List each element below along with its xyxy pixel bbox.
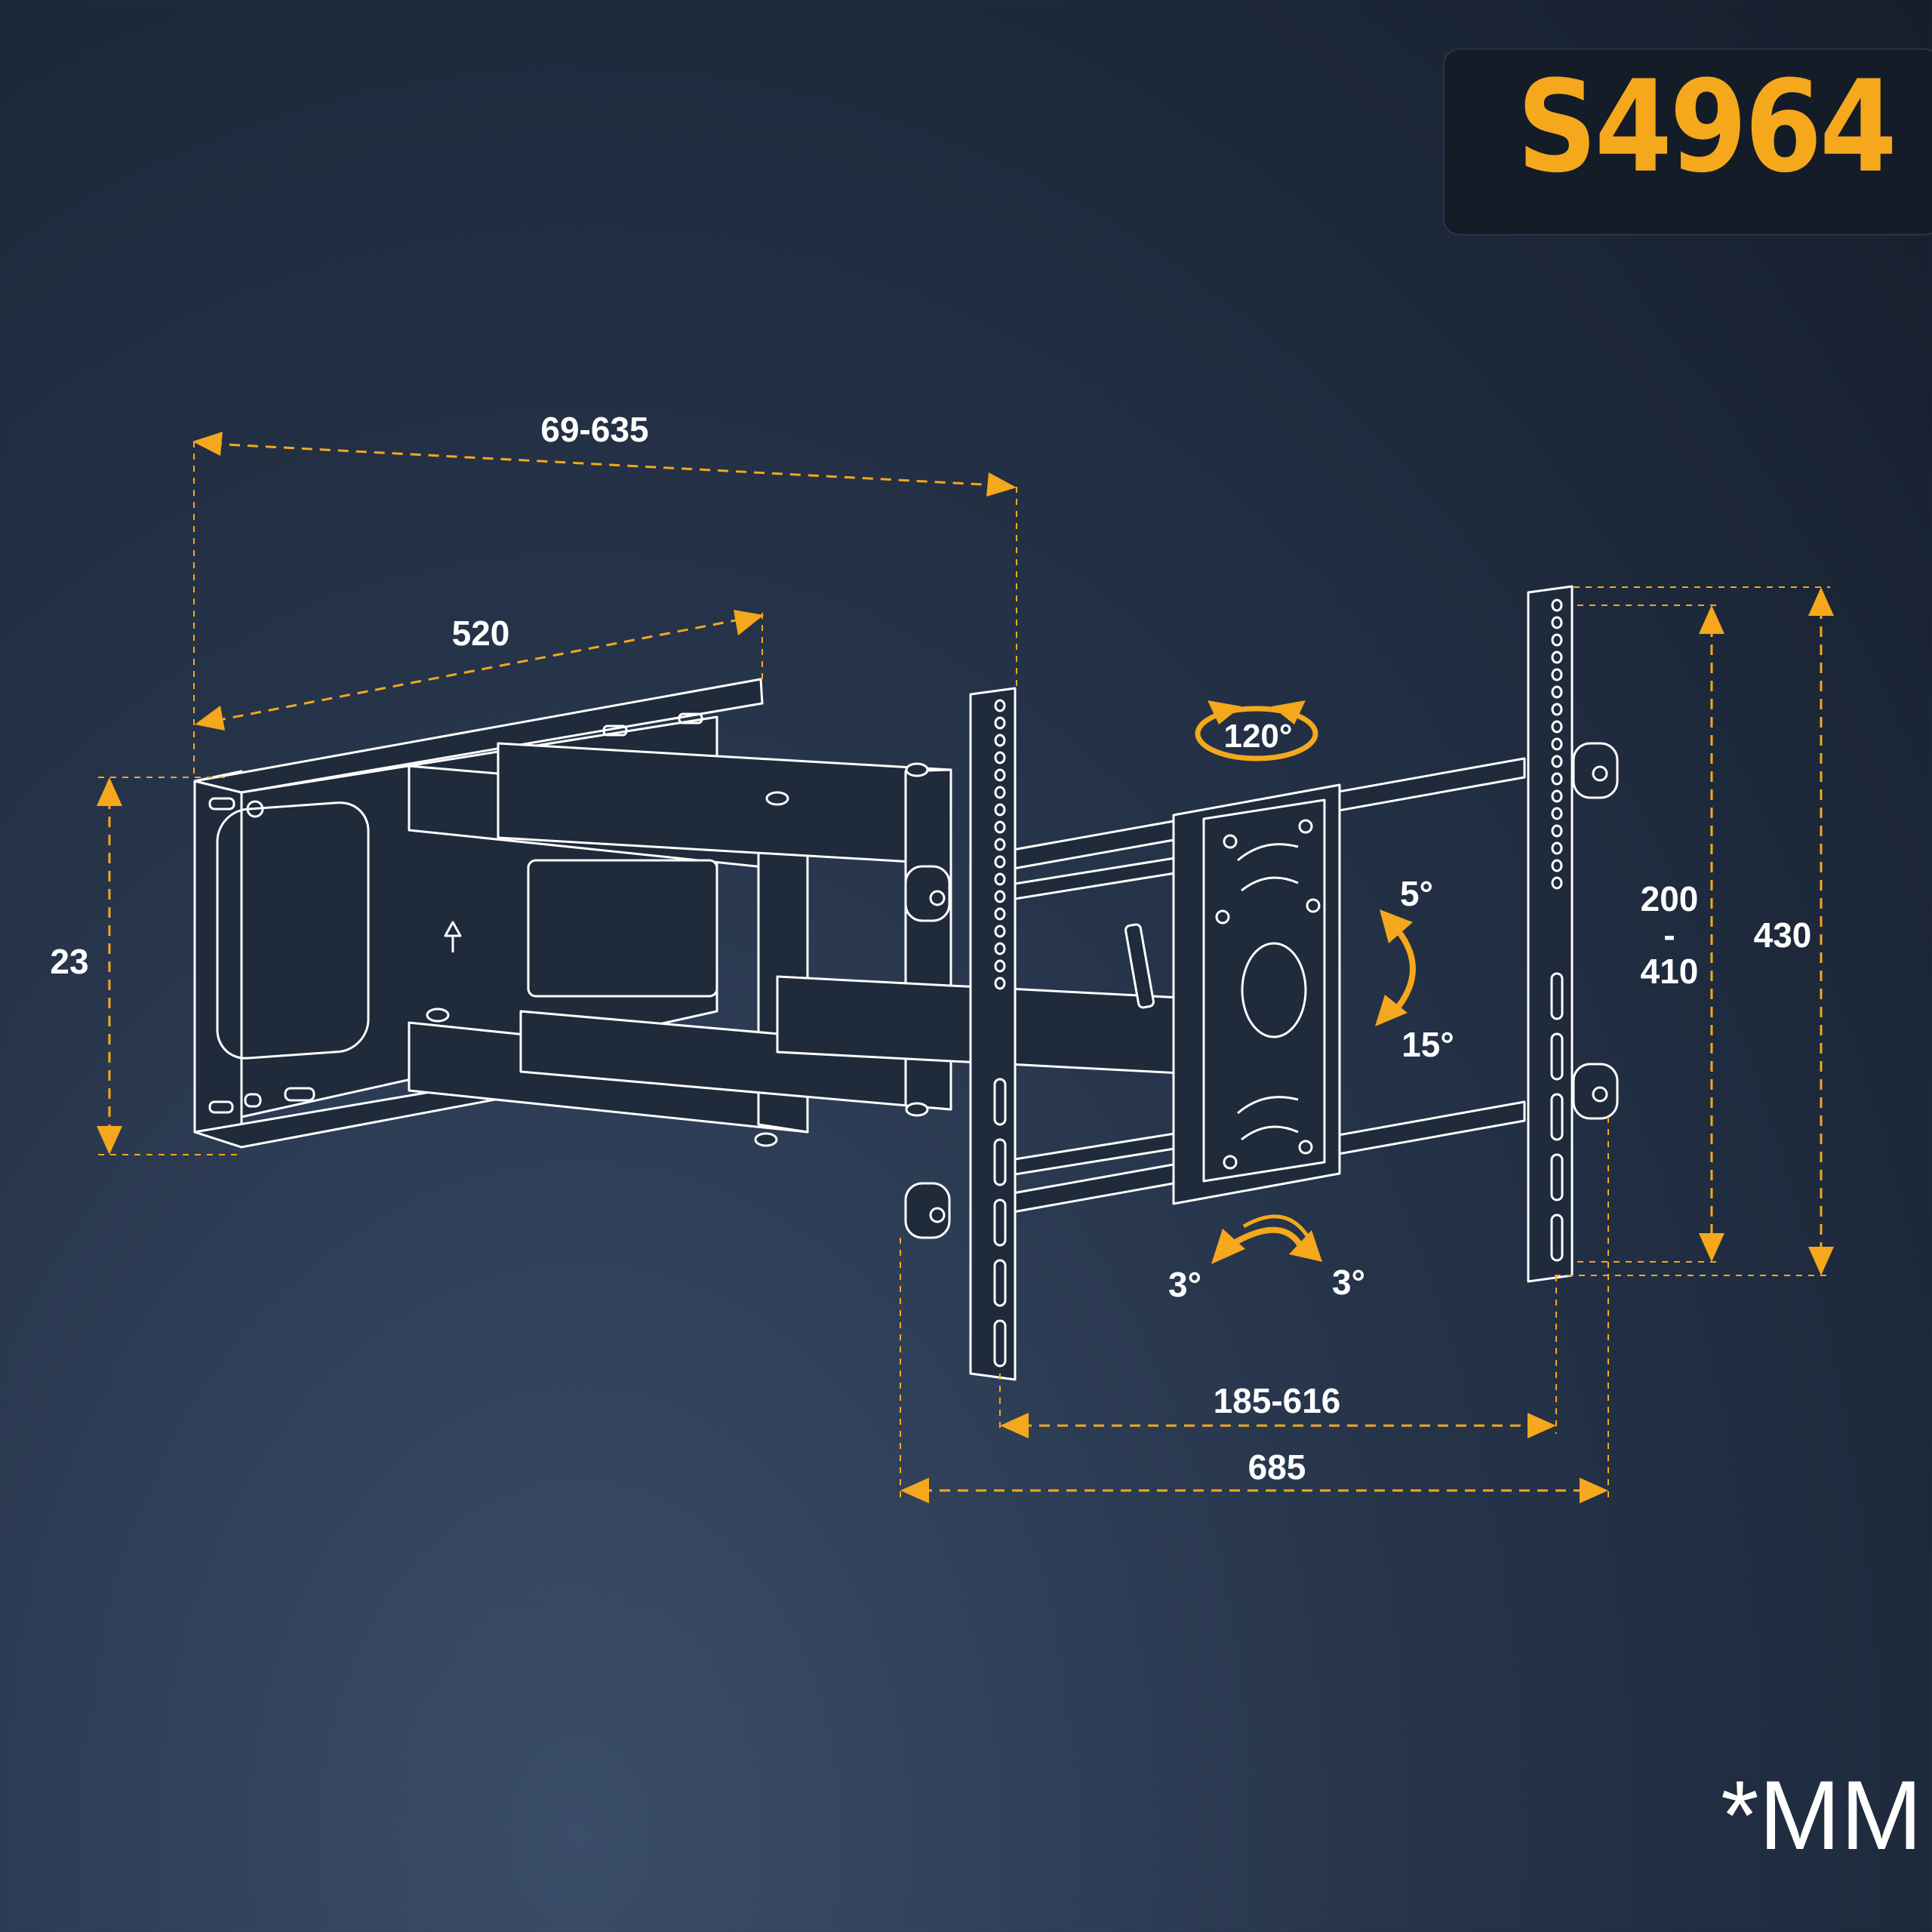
mount-hole: [994, 734, 1006, 747]
unit-note: *MM: [1721, 1760, 1923, 1870]
label-vesa-vertical-bottom: 410: [1641, 952, 1699, 991]
mount-hole: [994, 699, 1006, 712]
mount-hole: [994, 907, 1006, 921]
right-vesa-bracket: [1527, 585, 1619, 1283]
mount-hole: [1551, 807, 1563, 820]
mount-hole: [994, 924, 1006, 938]
mount-slot: [993, 1078, 1007, 1126]
right-bracket-holes: [1551, 598, 1563, 890]
swivel-indicator: [1195, 700, 1318, 761]
dimension-arm-length: [195, 610, 764, 731]
label-top-span: 69-635: [540, 410, 648, 449]
label-arm-length: 520: [452, 614, 510, 653]
mount-hole: [994, 872, 1006, 886]
mount-hole: [1551, 616, 1563, 629]
mount-hole: [994, 716, 1006, 730]
left-bracket-holes: [994, 699, 1006, 990]
mount-hole: [1551, 703, 1563, 716]
label-plate-height: 23: [50, 942, 88, 981]
right-bracket-slots: [1550, 972, 1564, 1262]
label-tilt-up: 5°: [1400, 874, 1433, 913]
label-vesa-horizontal: 185-616: [1214, 1381, 1341, 1420]
mount-slot: [993, 1319, 1007, 1367]
label-swivel: 120°: [1223, 718, 1292, 755]
mount-hole: [994, 751, 1006, 764]
model-badge: [1443, 48, 1932, 235]
mount-slot: [993, 1138, 1007, 1186]
mount-hole: [994, 977, 1006, 990]
mount-hole: [994, 942, 1006, 955]
mount-slot: [993, 1198, 1007, 1247]
label-level-right: 3°: [1332, 1263, 1365, 1302]
mount-hole: [1551, 668, 1563, 681]
mount-hole: [1551, 633, 1563, 647]
mount-hole: [1551, 789, 1563, 803]
dimension-total-width: [900, 1117, 1609, 1503]
tilt-head-plate: [1172, 783, 1341, 1205]
label-total-height: 430: [1754, 915, 1812, 955]
mount-slot: [1550, 1032, 1564, 1081]
mount-slot: [993, 1259, 1007, 1307]
articulating-arm: [408, 742, 1186, 1147]
dimension-vesa-horizontal: [999, 1275, 1557, 1438]
mount-hole: [1551, 720, 1563, 734]
mount-hole: [1551, 651, 1563, 664]
mount-hole: [994, 959, 1006, 973]
dimension-plate-height: [97, 777, 242, 1155]
mount-hole: [1551, 685, 1563, 699]
mount-slot: [1550, 1093, 1564, 1141]
label-vesa-vertical-dash: -: [1663, 915, 1675, 955]
mount-hole: [994, 820, 1006, 834]
label-tilt-down: 15°: [1401, 1025, 1454, 1064]
mount-hole: [994, 768, 1006, 782]
mount-hole: [994, 838, 1006, 851]
level-indicator: [1211, 1214, 1322, 1264]
tilt-indicator: [1375, 909, 1416, 1026]
model-number: S4964: [1517, 53, 1897, 201]
mount-hole: [1551, 755, 1563, 768]
dimension-total-height: [1555, 586, 1834, 1276]
mount-hole: [994, 855, 1006, 869]
dimension-top-span: [192, 432, 1017, 777]
label-total-width: 685: [1248, 1447, 1306, 1487]
mount-hole: [1551, 772, 1563, 786]
mount-hole: [1551, 876, 1563, 890]
mount-hole: [1551, 841, 1563, 855]
mount-hole: [994, 890, 1006, 903]
mount-slot: [1550, 1153, 1564, 1201]
mount-hole: [994, 786, 1006, 799]
left-bracket-slots: [993, 1078, 1007, 1367]
mount-hole: [1551, 737, 1563, 751]
mount-hole: [1551, 859, 1563, 872]
label-level-left: 3°: [1168, 1265, 1201, 1304]
mount-slot: [1550, 972, 1564, 1020]
label-vesa-vertical-top: 200: [1641, 879, 1699, 918]
mount-hole: [994, 803, 1006, 817]
mount-slot: [1550, 1214, 1564, 1262]
mount-hole: [1551, 824, 1563, 838]
mount-hole: [1551, 598, 1563, 612]
dimension-vesa-vertical: [1577, 605, 1724, 1263]
